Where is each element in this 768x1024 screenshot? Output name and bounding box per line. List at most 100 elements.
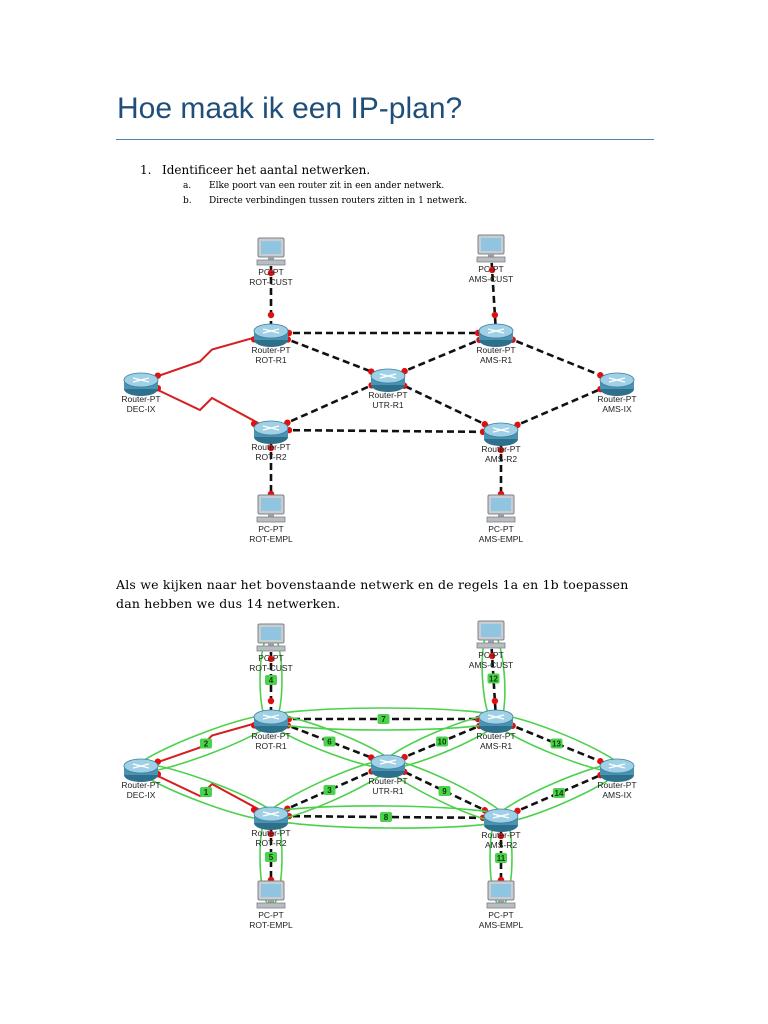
device-model-label: Router-PT [481,830,520,840]
port-dot [497,446,505,454]
port-dot [267,269,275,277]
device-name-label: AMS-R2 [485,840,517,850]
step-text: Identificeer het aantal netwerken. [162,163,371,177]
router-icon [123,372,159,396]
step-1a: a. Elke poort van een router zit in een a… [183,181,444,191]
pc-icon [476,620,506,649]
device-name-label: AMS-R1 [480,741,512,751]
devices-layer: PC-PTROT-CUSTPC-PTAMS-CUSTRouter-PTROT-R… [121,620,637,930]
device-name-label: AMS-CUST [469,660,513,670]
port-dot [267,311,275,319]
router-icon [253,323,289,347]
device-name-label: UTR-R1 [372,400,403,410]
router-icon [599,758,635,782]
device-model-label: Router-PT [251,442,290,452]
device-model-label: Router-PT [368,776,407,786]
network-number-badge: 4 [265,675,277,685]
device-model-label: Router-PT [121,780,160,790]
network-number: 2 [204,740,209,749]
network-number-badge: 13 [550,738,563,749]
step-number: 1. [140,163,152,177]
device-model-label: PC-PT [258,653,284,663]
device-model-label: PC-PT [488,524,514,534]
port-dot [491,311,499,319]
serial-link [140,381,272,431]
step-1b: b.Directe verbindingen tussen routers zi… [183,196,467,206]
device-model-label: Router-PT [368,390,407,400]
pc-icon [486,494,516,523]
network-number-badge: 1 [200,787,212,797]
router-icon [253,420,289,444]
port-dot [481,421,488,428]
pc-icon [256,237,286,266]
router-icon [483,808,519,832]
device-name-label: AMS-R1 [480,355,512,365]
device-name-label: DEC-IX [127,404,156,414]
port-dot [488,266,496,274]
ethernet-link [489,637,498,720]
device-model-label: Router-PT [476,731,515,741]
network-number-badge: 6 [323,736,336,747]
network-number: 12 [489,675,498,684]
network-number: 10 [438,738,447,747]
device-name-label: AMS-CUST [469,274,513,284]
network-number-badge: 12 [487,673,500,684]
router-icon [478,709,514,733]
router-icon [370,368,406,392]
device-name-label: AMS-IX [602,790,632,800]
network-diagram-annotated: PC-PTROT-CUSTPC-PTAMS-CUSTRouter-PTROT-R… [121,620,637,930]
devices-layer: PC-PTROT-CUSTPC-PTAMS-CUSTRouter-PTROT-R… [121,234,637,544]
step-1: 1. Identificeer het aantal netwerken. [140,163,370,177]
device-model-label: Router-PT [476,345,515,355]
network-number-badge: 10 [436,736,448,747]
network-number-badge: 3 [323,785,336,795]
network-number: 9 [442,787,447,796]
router-icon [253,709,289,733]
pc-icon [476,234,506,263]
port-dot [267,655,275,663]
network-number: 8 [384,813,389,822]
title-rule [116,139,654,140]
network-number-badge: 11 [495,853,507,863]
port-dot [267,444,275,452]
port-dot [267,697,275,705]
device-model-label: Router-PT [597,394,636,404]
device-name-label: ROT-R2 [255,838,286,848]
ethernet-link [489,251,498,334]
device-name-label: AMS-IX [602,404,632,414]
network-number: 6 [327,738,332,747]
device-name-label: AMS-EMPL [479,920,524,930]
device-model-label: Router-PT [251,345,290,355]
device-name-label: ROT-R1 [255,741,286,751]
device-model-label: PC-PT [478,650,504,660]
sub-text: Elke poort van een router zit in een and… [209,181,445,191]
router-icon [483,422,519,446]
network-number-badge: 7 [377,714,390,724]
router-icon [370,754,406,778]
device-name-label: ROT-CUST [249,663,292,673]
device-model-label: PC-PT [258,267,284,277]
device-name-label: ROT-EMPL [249,534,293,544]
port-dot [491,697,499,705]
ethernet-link [270,428,502,434]
links-layer [140,251,618,512]
port-dot [488,652,496,660]
badge-layer: 4 12 7 2 1 6 10 13 3 9 14 8 5 11 [200,673,565,863]
device-model-label: Router-PT [251,828,290,838]
device-name-label: AMS-R2 [485,454,517,464]
network-number-badge: 5 [265,852,277,862]
network-number: 14 [555,789,564,798]
network-number: 4 [269,676,274,685]
network-diagram-plain: PC-PTROT-CUSTPC-PTAMS-CUSTRouter-PTROT-R… [121,234,637,544]
sub-letter: a. [183,181,192,191]
port-dot [267,830,275,838]
router-icon [478,323,514,347]
network-number-badge: 8 [380,812,392,822]
device-name-label: UTR-R1 [372,786,403,796]
device-name-label: ROT-CUST [249,277,292,287]
device-model-label: Router-PT [481,444,520,454]
network-number: 11 [497,854,506,863]
conclusion-text: Als we kijken naar het bovenstaande netw… [116,577,629,611]
router-icon [599,372,635,396]
